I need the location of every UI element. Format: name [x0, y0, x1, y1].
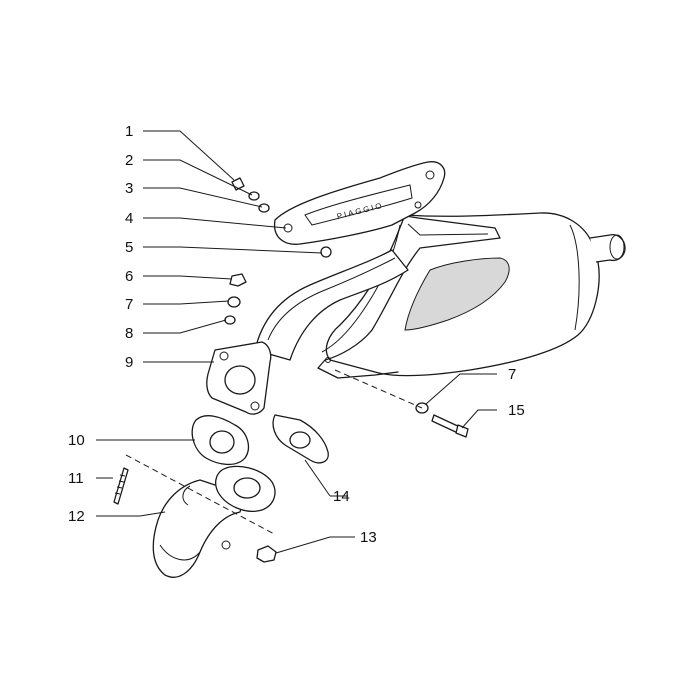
heat-shield-inner — [321, 223, 489, 353]
shield-bolt-hole — [325, 357, 331, 363]
callout-8: 8 — [125, 325, 133, 342]
callout-7-left: 7 — [125, 296, 133, 313]
callout-9: 9 — [125, 354, 133, 371]
callout-5: 5 — [125, 239, 133, 256]
muffler-window-outline — [404, 257, 510, 331]
manifold-lower — [159, 485, 201, 561]
tail-pipe — [589, 234, 626, 263]
hardware-mid — [224, 273, 247, 325]
leader-7a — [143, 300, 230, 305]
washer-2 — [248, 191, 260, 201]
leader-6 — [143, 275, 233, 280]
manifold-port — [233, 477, 261, 499]
leader-15 — [461, 409, 497, 429]
muffler-seam — [569, 224, 580, 331]
leader-8 — [143, 319, 227, 334]
manifold-stud-hole — [221, 540, 231, 550]
tail-pipe-opening — [609, 234, 625, 260]
heat-guard-plate: PIAGGIO — [273, 161, 446, 245]
gasket-14 — [272, 414, 329, 464]
manifold-body — [152, 479, 246, 578]
guard-plate-inner — [304, 184, 413, 226]
exhaust-pipe — [206, 249, 409, 415]
screw-15-head — [455, 424, 469, 438]
washer-3 — [258, 203, 270, 213]
leader-2 — [143, 159, 253, 196]
pipe-bend-highlight — [267, 257, 396, 341]
flange-bolt-hole-top — [219, 351, 229, 361]
gasket-port — [209, 430, 235, 454]
flange-port — [224, 365, 256, 395]
muffler-window-shade — [405, 258, 510, 330]
nut-6 — [229, 273, 247, 287]
leader-14 — [304, 459, 348, 497]
nut-13 — [256, 545, 277, 563]
leader-1 — [143, 130, 235, 181]
flange-bolt-hole-bottom — [250, 401, 260, 411]
callout-1: 1 — [125, 123, 133, 140]
muffler — [317, 212, 626, 379]
leader-13 — [275, 536, 355, 554]
gasket-10 — [191, 415, 249, 466]
screw-11 — [113, 467, 129, 505]
leader-4 — [143, 217, 287, 229]
screw-11-thread — [114, 474, 126, 495]
manifold-12 — [152, 465, 276, 578]
callout-12: 12 — [68, 508, 85, 525]
washer-7 — [227, 296, 241, 308]
washer-8 — [224, 315, 236, 325]
axis-line-stud — [125, 454, 277, 536]
leader-12 — [96, 511, 166, 517]
leader-3 — [143, 187, 263, 208]
leaders — [96, 130, 497, 554]
grommet-5 — [320, 246, 332, 258]
callout-3: 3 — [125, 180, 133, 197]
hardware-top — [231, 177, 332, 258]
gasket-14-port — [289, 431, 311, 449]
callout-15: 15 — [508, 402, 525, 419]
leader-5 — [143, 246, 323, 254]
callout-labels: 1 2 3 4 5 6 7 8 9 10 11 12 13 14 7 15 — [68, 123, 525, 546]
pipe-bend — [254, 249, 409, 361]
callout-14: 14 — [333, 488, 350, 505]
callout-6: 6 — [125, 268, 133, 285]
guard-screw-hole-right — [425, 170, 435, 180]
callout-4: 4 — [125, 210, 133, 227]
leader-7b — [425, 373, 497, 405]
callout-13: 13 — [360, 529, 377, 546]
callout-10: 10 — [68, 432, 85, 449]
guard-screw-hole-lower — [414, 201, 422, 209]
callout-11: 11 — [68, 470, 84, 487]
callout-7-right: 7 — [508, 366, 516, 383]
axis-line-rear — [334, 369, 423, 409]
callout-2: 2 — [125, 152, 133, 169]
